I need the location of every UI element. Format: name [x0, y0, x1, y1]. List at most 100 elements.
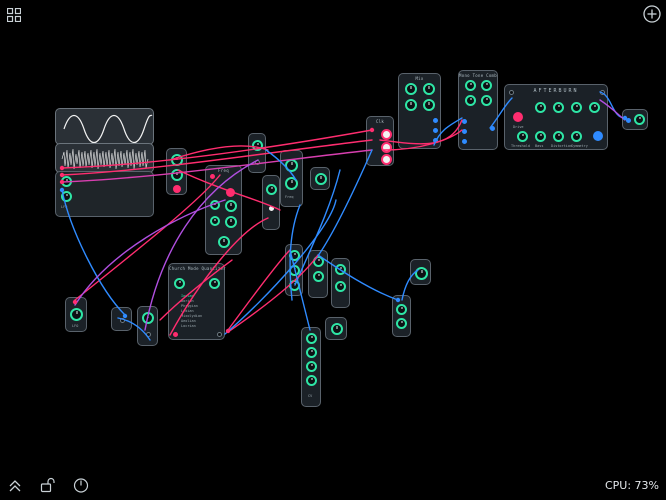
offset-module[interactable]	[325, 317, 347, 340]
afterburn-in-port[interactable]	[509, 90, 514, 95]
afterburn-module[interactable]: AFTERBURN Drive Threshold Bass Distortio…	[504, 84, 608, 150]
quantizer-in-port[interactable]	[173, 332, 178, 337]
seq-knob-2[interactable]	[306, 347, 317, 358]
mtc-out-1[interactable]	[490, 126, 495, 131]
mtc-knob-3[interactable]	[465, 95, 476, 106]
mix-a-knob-1[interactable]	[289, 250, 300, 261]
osc-port-1[interactable]	[210, 174, 215, 179]
add-module-button[interactable]	[643, 5, 661, 23]
afterburn-enable-button[interactable]	[513, 112, 523, 122]
clock-reset-button[interactable]	[381, 142, 392, 153]
utility-port-1[interactable]	[120, 318, 125, 323]
slew-knob-2[interactable]	[396, 318, 407, 329]
osc-freq-knob[interactable]	[210, 200, 220, 210]
oscilloscope-display[interactable]	[55, 108, 154, 145]
mtc-knob-4[interactable]	[481, 95, 492, 106]
mix-b-knob-2[interactable]	[313, 271, 324, 282]
mod-module[interactable]	[262, 175, 280, 230]
osc-fine-knob[interactable]	[225, 200, 237, 212]
afterburn-mid-knob[interactable]	[589, 102, 600, 113]
quantizer-mode-knob[interactable]	[209, 278, 220, 289]
output-module[interactable]	[622, 109, 648, 130]
mixer-strip-a[interactable]	[285, 244, 303, 296]
mono-tone-comb-module[interactable]: Mono Tone Comb	[458, 70, 498, 150]
osc-sync-button[interactable]	[226, 188, 235, 197]
mix-a-knob-3[interactable]	[289, 280, 300, 291]
env-port[interactable]	[255, 160, 260, 165]
scope-gain-knob[interactable]	[61, 176, 72, 187]
afterburn-bypass-button[interactable]	[593, 131, 603, 141]
slew-module[interactable]	[392, 295, 411, 337]
osc-fm-knob[interactable]	[218, 236, 230, 248]
output-level-knob[interactable]	[415, 267, 428, 280]
afterburn-distortion-knob[interactable]	[553, 131, 564, 142]
filter-freq-knob[interactable]	[285, 159, 298, 172]
sequencer-column[interactable]: CV	[301, 327, 321, 407]
filter-res-knob[interactable]	[285, 177, 298, 190]
comb-knob-4[interactable]	[423, 99, 435, 111]
mtc-knob-2[interactable]	[481, 80, 492, 91]
quantizer-module[interactable]: Church Mode Quantizer Ionian Dorian Phry…	[168, 263, 226, 340]
vca-module[interactable]	[166, 148, 187, 195]
mtc-in-3[interactable]	[462, 139, 467, 144]
output-in-port[interactable]	[626, 118, 631, 123]
mtc-in-1[interactable]	[462, 119, 467, 124]
clock-module[interactable]: Clk	[366, 116, 394, 166]
comb-knob-3[interactable]	[405, 99, 417, 111]
slew-knob-1[interactable]	[396, 304, 407, 315]
power-button[interactable]	[73, 477, 89, 493]
scope-module-panel[interactable]: LFO	[55, 171, 154, 217]
filter-module[interactable]: Freq	[280, 150, 303, 207]
output-knob-module[interactable]	[410, 259, 431, 285]
afterburn-drive-knob[interactable]	[535, 102, 546, 113]
env-attack-knob[interactable]	[252, 140, 263, 151]
scope-time-knob[interactable]	[61, 191, 72, 202]
comb-out-3[interactable]	[433, 138, 438, 143]
afterburn-out-port[interactable]	[600, 90, 605, 95]
envelope-module[interactable]	[248, 133, 266, 173]
tone-comb-module[interactable]: Mix	[398, 73, 441, 149]
seq-knob-1[interactable]	[306, 333, 317, 344]
vca-gain-knob[interactable]	[171, 154, 183, 166]
osc-shape-knob[interactable]	[210, 216, 220, 226]
clock-div-button[interactable]	[381, 154, 392, 165]
afterburn-gain-knob[interactable]	[571, 102, 582, 113]
spectrum-display[interactable]	[55, 143, 154, 173]
quantizer-out-port[interactable]	[217, 332, 222, 337]
afterburn-tone-knob[interactable]	[553, 102, 564, 113]
lock-button[interactable]	[40, 477, 56, 493]
offset-knob[interactable]	[331, 323, 343, 335]
mixer-strip-b[interactable]	[308, 250, 328, 298]
comb-knob-1[interactable]	[405, 83, 417, 95]
vca-level-knob[interactable]	[171, 169, 183, 181]
vca-trigger-button[interactable]	[173, 185, 181, 193]
mixer-strip-c[interactable]	[331, 258, 350, 308]
collapse-button[interactable]	[8, 478, 22, 492]
afterburn-symmetry-knob[interactable]	[571, 131, 582, 142]
lfo-rate-knob[interactable]	[70, 308, 83, 321]
mtc-knob-1[interactable]	[465, 80, 476, 91]
comb-out-2[interactable]	[433, 128, 438, 133]
osc-pw-knob[interactable]	[225, 216, 237, 228]
afterburn-threshold-knob[interactable]	[517, 131, 528, 142]
mod-knob-1[interactable]	[266, 184, 277, 195]
mtc-in-2[interactable]	[462, 129, 467, 134]
seq-knob-3[interactable]	[306, 361, 317, 372]
attenuator-knob[interactable]	[142, 312, 154, 324]
grid-icon[interactable]	[6, 7, 22, 23]
mix-b-knob-1[interactable]	[313, 256, 324, 267]
mix-c-knob-1[interactable]	[335, 264, 346, 275]
afterburn-bass-knob[interactable]	[535, 131, 546, 142]
lfo-module[interactable]: LFO	[65, 297, 87, 332]
gain-module[interactable]	[310, 167, 330, 190]
mix-c-knob-2[interactable]	[335, 281, 346, 292]
attenuator-module[interactable]	[137, 306, 158, 346]
output-volume-knob[interactable]	[634, 114, 645, 125]
comb-knob-2[interactable]	[423, 83, 435, 95]
clock-run-button[interactable]	[381, 129, 392, 140]
attenuator-port[interactable]	[146, 332, 151, 337]
seq-knob-4[interactable]	[306, 375, 317, 386]
quantizer-root-knob[interactable]	[174, 278, 185, 289]
mod-port[interactable]	[269, 206, 274, 211]
oscillator-module[interactable]: Freq	[205, 165, 242, 255]
